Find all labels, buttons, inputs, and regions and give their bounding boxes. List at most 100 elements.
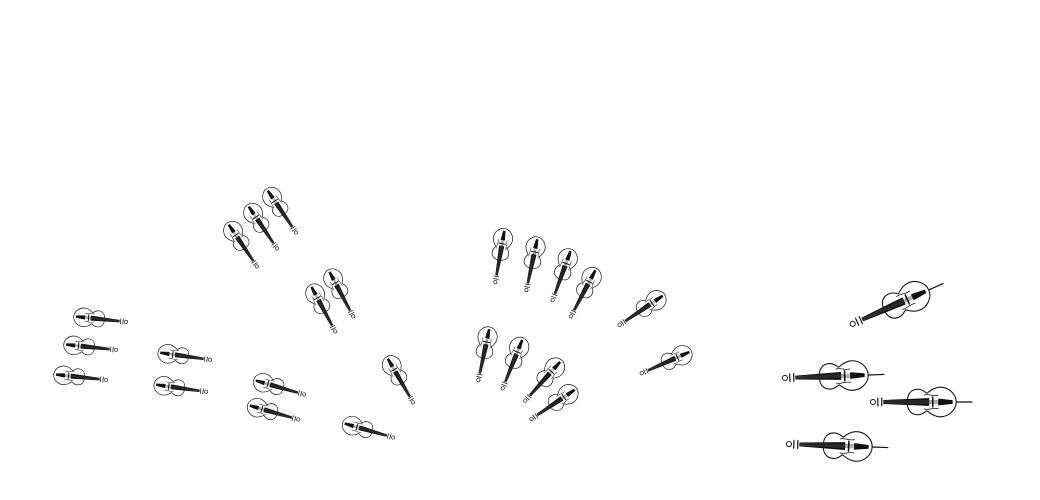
f-hole [388,368,394,377]
string [312,290,332,326]
string [862,294,921,320]
string [330,275,350,311]
instrument-body [73,307,105,328]
string [862,293,920,320]
string [537,392,572,416]
string [253,407,292,419]
string [799,444,863,448]
instrument-body [635,290,667,318]
f-hole [519,349,524,360]
peg [524,286,530,288]
scroll [296,417,301,422]
tailpiece [344,422,355,429]
peg [620,320,625,326]
f-hole [311,296,317,306]
f-hole [276,195,282,204]
tailpiece [249,404,260,411]
f-hole [590,280,596,290]
string [529,364,558,396]
scroll [493,280,498,285]
scroll [500,386,505,391]
violin-icon [381,355,415,405]
endpin [871,446,889,449]
f-hole [510,346,515,356]
peg [291,415,294,421]
tailpiece [247,206,256,216]
peg [252,262,258,266]
instrument-body [262,187,289,217]
instrument-body [475,326,498,359]
f-hole [65,370,75,373]
tailpiece [65,343,76,348]
cello-icon [869,386,973,418]
violin-icon [323,268,356,319]
bridge [548,368,555,375]
f-hole [84,321,94,324]
f-hole [263,386,273,391]
peg [102,376,104,383]
tailpiece [310,286,318,296]
bridge [232,232,239,238]
string [496,234,505,276]
string [164,353,204,360]
f-hole [257,211,263,220]
fingerboard [883,398,930,406]
instrument-body [63,335,95,356]
peg [551,293,558,297]
peg [300,390,303,397]
string [251,209,274,243]
instrument-layer [53,187,973,462]
string [505,343,521,382]
string [495,234,503,276]
violin-icon [73,307,129,328]
string [59,374,100,380]
scroll [529,416,534,421]
string [251,209,274,243]
f-hole [165,381,175,384]
f-hole [901,302,916,310]
bridge [562,261,570,266]
viola-icon [568,266,602,319]
string [527,243,537,284]
tailpiece [533,238,539,249]
bridge [530,250,539,254]
string [573,273,594,311]
bridge [355,423,359,431]
tailpiece [386,358,395,368]
scroll [124,319,129,324]
string [530,365,558,396]
string [69,345,110,350]
bridge [67,372,70,380]
peg [202,388,204,395]
peg [389,433,392,440]
tailpiece [55,373,66,378]
violin-icon [153,376,209,397]
string [479,332,488,374]
tailpiece [75,315,86,320]
string [312,290,332,326]
tailpiece [328,271,336,281]
f-hole [505,240,508,251]
peg [643,369,647,375]
string [505,343,522,382]
string [314,289,333,326]
string [80,315,120,321]
scroll [333,329,338,334]
string [625,297,660,321]
violin-icon [262,187,298,235]
string [69,345,110,350]
peg [112,346,114,353]
string [331,275,351,311]
peg [550,295,557,299]
string [79,316,120,322]
scroll [275,246,279,251]
bridge [482,340,491,344]
string [505,344,522,383]
scroll [114,347,119,352]
f-hole [582,276,588,285]
cello-icon [849,281,944,327]
f-hole [559,258,564,268]
f-hole [249,216,256,225]
scroll [781,374,788,381]
peg [407,395,413,400]
